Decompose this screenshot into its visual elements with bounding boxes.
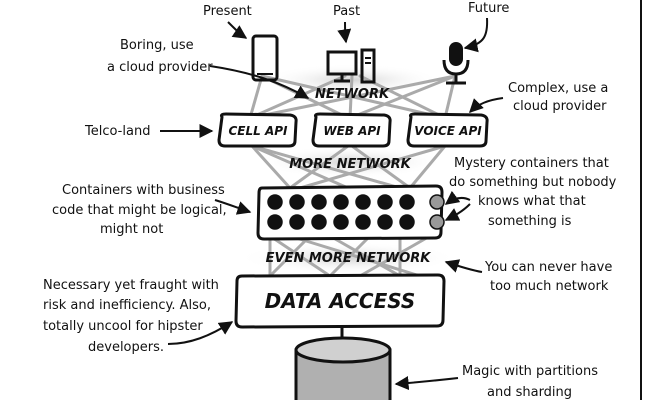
smartphone-icon xyxy=(251,34,279,82)
arrow-future xyxy=(463,17,489,53)
mystery-container xyxy=(429,214,445,230)
microphone-icon xyxy=(442,42,470,85)
container xyxy=(333,214,349,230)
label-mystery-2: do something but nobody xyxy=(449,175,617,190)
arrow-mystery-1 xyxy=(444,190,471,205)
label-complex-2: cloud provider xyxy=(513,99,607,114)
layer-more-network: MORE NETWORK xyxy=(289,157,411,172)
data-access-label: DATA ACCESS xyxy=(265,289,416,313)
label-containers-2: code that might be logical, xyxy=(52,203,227,218)
voice-api-label: VOICE API xyxy=(414,124,482,138)
mystery-container xyxy=(429,194,445,210)
label-magic-1: Magic with partitions xyxy=(462,364,598,379)
label-necessary-3: totally uncool for hipster xyxy=(43,319,203,334)
label-containers-1: Containers with business xyxy=(62,183,225,198)
label-mystery-3: knows what that xyxy=(478,194,586,209)
container xyxy=(267,194,283,210)
arrow-complex xyxy=(469,97,504,113)
label-telco: Telco-land xyxy=(84,124,150,139)
arrow-containers xyxy=(214,199,252,215)
container xyxy=(333,194,349,210)
web-api-box: WEB API xyxy=(311,112,392,148)
container xyxy=(355,214,371,230)
label-future: Future xyxy=(468,1,509,16)
data-access-box: DATA ACCESS xyxy=(234,273,446,329)
container xyxy=(377,194,393,210)
arrow-boring xyxy=(209,65,310,99)
network-lines xyxy=(248,74,457,278)
container xyxy=(355,194,371,210)
label-never-2: too much network xyxy=(490,279,609,294)
containers-box xyxy=(256,184,445,241)
label-past: Past xyxy=(333,4,360,19)
container xyxy=(267,214,283,230)
database-cylinder-icon xyxy=(294,336,392,400)
voice-api-box: VOICE API xyxy=(406,112,489,148)
desktop-computer-icon xyxy=(326,48,376,84)
container xyxy=(311,194,327,210)
layer-even-more-network: EVEN MORE NETWORK xyxy=(266,251,432,266)
arrow-present xyxy=(227,21,248,39)
container xyxy=(289,194,305,210)
cell-api-label: CELL API xyxy=(228,124,288,138)
web-api-label: WEB API xyxy=(323,124,381,138)
label-necessary-2: risk and inefficiency. Also, xyxy=(43,298,211,313)
arrow-magic xyxy=(394,376,459,391)
label-present: Present xyxy=(203,4,252,19)
label-mystery-4: something is xyxy=(488,214,572,229)
arrow-mystery-2 xyxy=(444,203,471,221)
label-boring-2: a cloud provider xyxy=(107,60,213,75)
arrow-past xyxy=(337,21,352,44)
label-never-1: You can never have xyxy=(484,260,612,275)
arrow-never xyxy=(444,259,483,273)
container xyxy=(399,194,415,210)
container xyxy=(289,214,305,230)
label-mystery-1: Mystery containers that xyxy=(454,156,609,171)
cell-api-box: CELL API xyxy=(217,112,298,148)
label-complex-1: Complex, use a xyxy=(508,81,608,96)
container xyxy=(399,214,415,230)
label-boring-1: Boring, use xyxy=(120,38,194,53)
label-necessary-4: developers. xyxy=(88,340,164,355)
container-dots xyxy=(267,194,445,230)
arrow-necessary xyxy=(167,321,234,345)
layer-network: NETWORK xyxy=(315,87,390,102)
label-necessary-1: Necessary yet fraught with xyxy=(43,278,219,293)
container xyxy=(377,214,393,230)
label-magic-2: and sharding xyxy=(487,385,572,400)
container xyxy=(311,214,327,230)
label-containers-3: might not xyxy=(100,222,163,237)
